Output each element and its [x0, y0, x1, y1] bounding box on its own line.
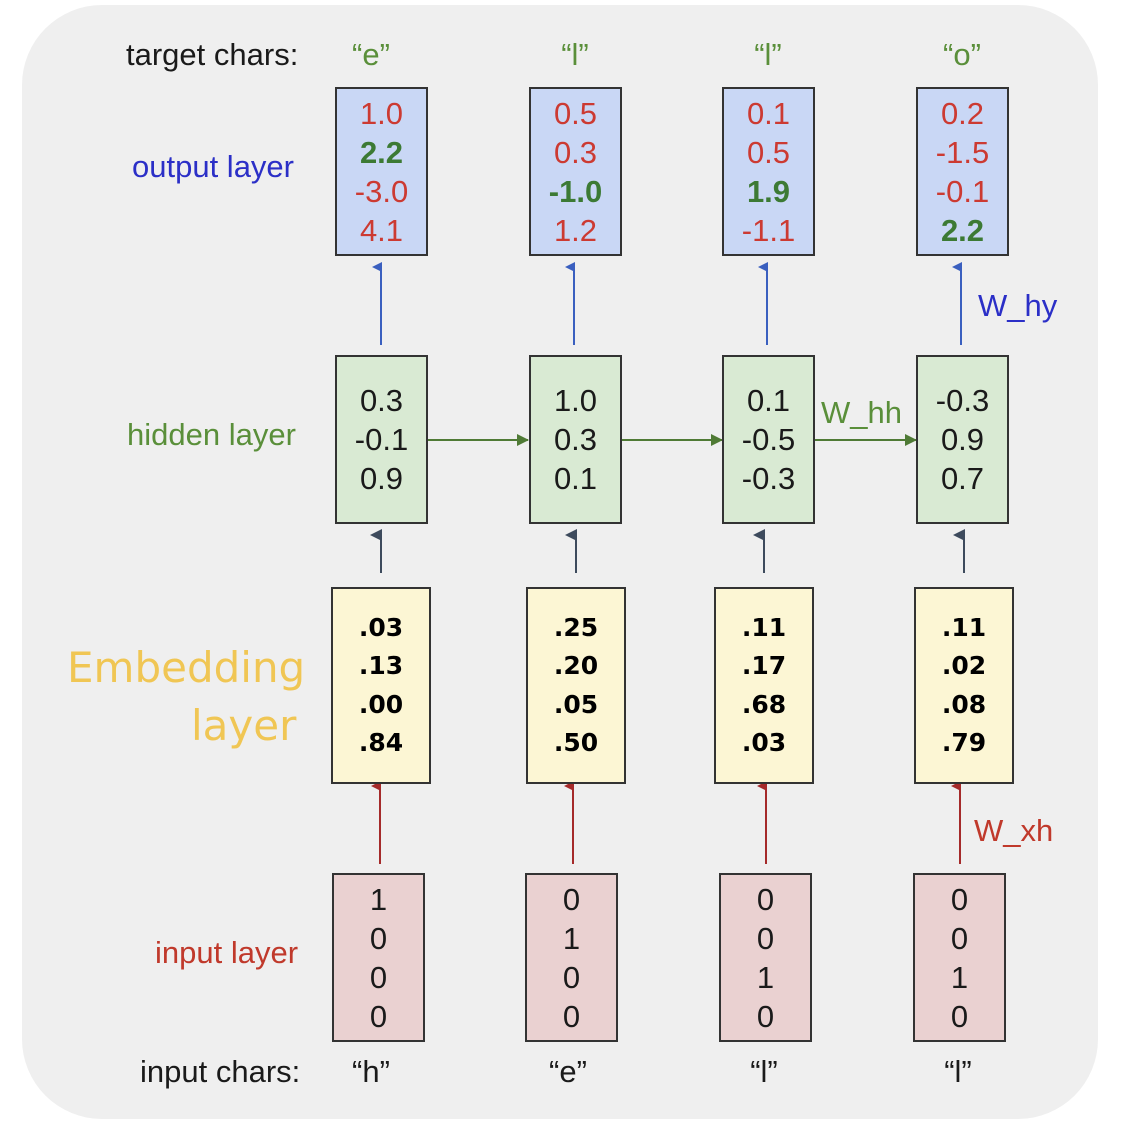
hidden-value: 0.1	[553, 461, 598, 496]
embedding-layer-label-line2: layer	[191, 701, 297, 750]
input-value: 0	[950, 998, 969, 1034]
output-value: -3.0	[354, 173, 409, 209]
output-vector-3: 0.1 0.5 1.9 -1.1	[722, 87, 815, 256]
hidden-value: -0.3	[935, 383, 990, 418]
hidden-value: 0.1	[746, 383, 791, 418]
input-value: 0	[756, 881, 775, 917]
output-value: 1.0	[359, 95, 404, 131]
input-value: 0	[369, 920, 388, 956]
embedding-layer-label-line1: Embedding	[67, 643, 306, 692]
target-char-3: “l”	[754, 37, 782, 72]
embedding-vector-1: .03 .13 .00 .84	[331, 587, 431, 784]
output-value: 0.2	[940, 95, 985, 131]
target-char-1: “e”	[352, 37, 390, 72]
input-value: 0	[562, 998, 581, 1034]
output-value: 0.5	[746, 134, 791, 170]
embedding-vector-4: .11 .02 .08 .79	[914, 587, 1014, 784]
hidden-value: -0.1	[354, 422, 409, 457]
output-value: 2.2	[940, 212, 985, 248]
weight-label-w-xh: W_xh	[974, 813, 1054, 848]
input-char-4: “l”	[944, 1054, 972, 1089]
embedding-value: .17	[741, 651, 787, 680]
embedding-value: .20	[553, 651, 599, 680]
output-value: 0.1	[746, 95, 791, 131]
hidden-value: 0.3	[553, 422, 598, 457]
output-vector-1: 1.0 2.2 -3.0 4.1	[335, 87, 428, 256]
input-value: 0	[369, 998, 388, 1034]
output-value: -1.5	[935, 134, 990, 170]
hidden-value: 0.3	[359, 383, 404, 418]
output-value: 2.2	[359, 134, 404, 170]
weight-label-w-hy: W_hy	[978, 288, 1058, 323]
target-char-2: “l”	[561, 37, 589, 72]
embedding-value: .68	[741, 689, 787, 719]
input-layer-label: input layer	[155, 935, 299, 970]
hidden-vector-3: 0.1 -0.5 -0.3	[722, 355, 815, 524]
output-vector-4: 0.2 -1.5 -0.1 2.2	[916, 87, 1009, 256]
input-value: 0	[950, 920, 969, 956]
hidden-value: 0.7	[940, 461, 985, 496]
input-vector-3: 0 0 1 0	[719, 873, 812, 1042]
embedding-value: .13	[358, 651, 404, 680]
output-vector-2: 0.5 0.3 -1.0 1.2	[529, 87, 622, 256]
input-value: 0	[562, 881, 581, 917]
input-value: 1	[562, 920, 581, 956]
hidden-vector-2: 1.0 0.3 0.1	[529, 355, 622, 524]
hidden-value: 0.9	[940, 422, 985, 457]
input-vector-4: 0 0 1 0	[913, 873, 1006, 1042]
target-chars-label: target chars:	[126, 37, 299, 72]
input-char-3: “l”	[750, 1054, 778, 1089]
output-value: 0.5	[553, 95, 598, 131]
embedding-vector-3: .11 .17 .68 .03	[714, 587, 814, 784]
hidden-layer-label: hidden layer	[127, 417, 296, 452]
output-value: -0.1	[935, 173, 990, 209]
embedding-value: .05	[553, 689, 599, 719]
input-value: 0	[756, 920, 775, 956]
embedding-value: .03	[741, 728, 787, 757]
output-value: 1.9	[746, 173, 791, 209]
input-value: 1	[950, 959, 969, 995]
embedding-value: .11	[941, 612, 987, 642]
embedding-value: .25	[553, 612, 599, 642]
input-value: 0	[950, 881, 969, 917]
output-value: -1.1	[741, 212, 796, 248]
embedding-value: .03	[358, 612, 404, 642]
embedding-value: .84	[358, 728, 404, 757]
input-char-1: “h”	[352, 1054, 390, 1089]
input-value: 0	[562, 959, 581, 995]
embedding-value: .11	[741, 612, 787, 642]
weight-label-w-hh: W_hh	[821, 395, 902, 430]
hidden-value: -0.3	[741, 461, 796, 496]
output-value: 0.3	[553, 134, 598, 170]
embedding-value: .79	[941, 728, 987, 757]
input-value: 1	[756, 959, 775, 995]
output-value: 1.2	[553, 212, 598, 248]
output-value: 4.1	[359, 212, 404, 248]
input-vector-2: 0 1 0 0	[525, 873, 618, 1042]
output-layer-label: output layer	[132, 149, 294, 184]
embedding-value: .08	[941, 689, 987, 719]
input-vector-1: 1 0 0 0	[332, 873, 425, 1042]
input-chars-label: input chars:	[140, 1054, 301, 1089]
hidden-value: -0.5	[741, 422, 796, 457]
embedding-value: .00	[358, 689, 404, 719]
input-char-2: “e”	[549, 1054, 587, 1089]
embedding-vector-2: .25 .20 .05 .50	[526, 587, 626, 784]
input-value: 0	[756, 998, 775, 1034]
hidden-value: 1.0	[553, 383, 598, 418]
input-value: 1	[369, 881, 388, 917]
target-char-4: “o”	[943, 37, 981, 72]
output-value: -1.0	[548, 173, 603, 209]
input-value: 0	[369, 959, 388, 995]
hidden-value: 0.9	[359, 461, 404, 496]
hidden-vector-4: -0.3 0.9 0.7	[916, 355, 1009, 524]
hidden-vector-1: 0.3 -0.1 0.9	[335, 355, 428, 524]
embedding-value: .02	[941, 651, 987, 680]
embedding-value: .50	[553, 728, 599, 757]
